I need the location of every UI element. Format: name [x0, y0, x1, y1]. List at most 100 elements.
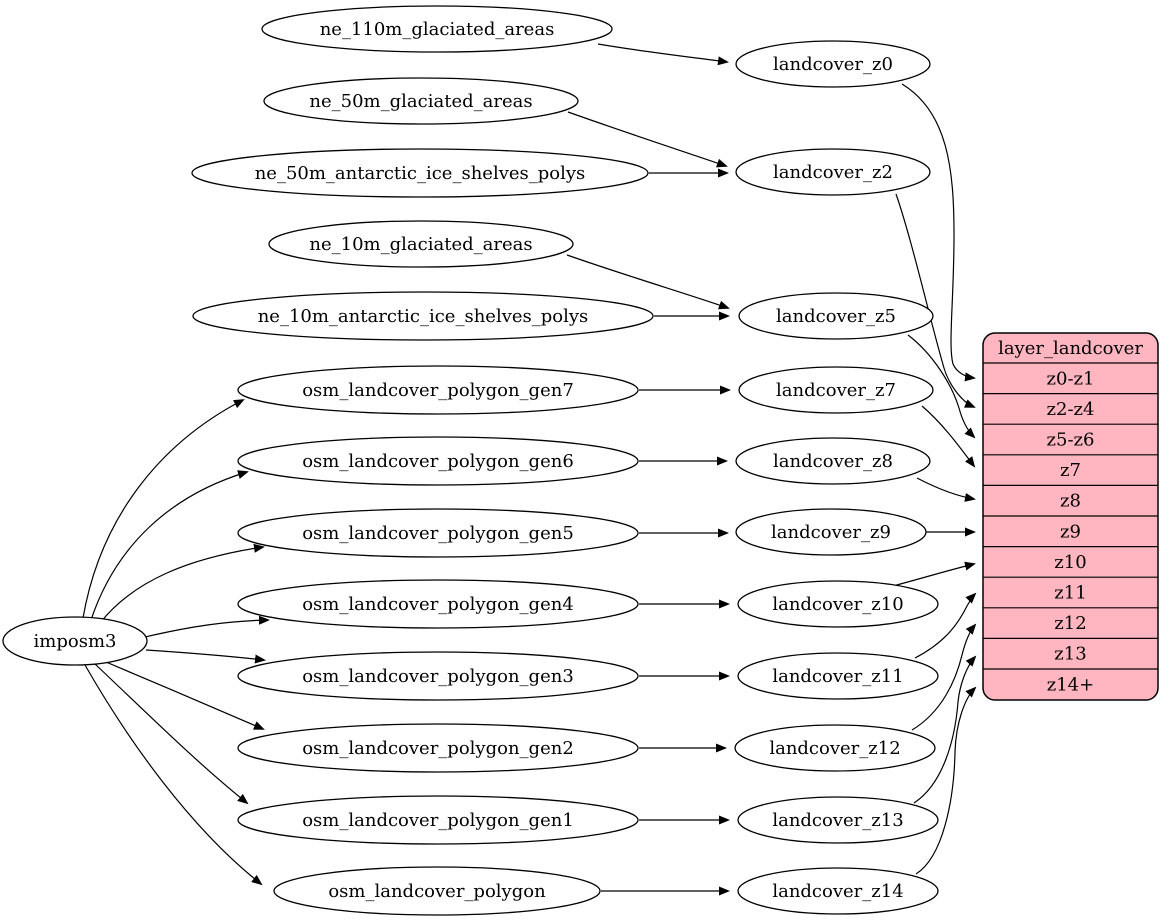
- node-label-landcover_z0: landcover_z0: [773, 54, 893, 75]
- table-row-z10: z10: [1054, 552, 1086, 573]
- node-shape-landcover_z12: [734, 724, 936, 772]
- node-label-osm_landcover_polygon_gen6: osm_landcover_polygon_gen6: [302, 451, 574, 472]
- node-landcover_z0: landcover_z0: [735, 40, 931, 88]
- table-row-z12: z12: [1054, 613, 1086, 634]
- table-title: layer_landcover: [998, 338, 1143, 359]
- node-label-osm_landcover_polygon_gen5: osm_landcover_polygon_gen5: [302, 523, 574, 544]
- node-shape-ne_50m_glaciated_areas: [263, 77, 579, 125]
- node-osm_landcover_polygon_gen3: osm_landcover_polygon_gen3: [237, 651, 639, 701]
- edge-imposm3-to-osm_landcover_polygon_gen2: [105, 661, 265, 730]
- node-shape-landcover_z14: [737, 867, 939, 915]
- node-label-ne_10m_antarctic_ice_shelves_polys: ne_10m_antarctic_ice_shelves_polys: [258, 306, 589, 327]
- node-label-landcover_z2: landcover_z2: [773, 162, 893, 183]
- node-label-landcover_z12: landcover_z12: [769, 738, 900, 759]
- node-osm_landcover_polygon_gen6: osm_landcover_polygon_gen6: [237, 436, 639, 486]
- node-ne_110m_glaciated_areas: ne_110m_glaciated_areas: [261, 5, 613, 53]
- node-imposm3: imposm3: [2, 616, 148, 666]
- node-osm_landcover_polygon_gen7: osm_landcover_polygon_gen7: [237, 365, 639, 415]
- node-shape-ne_10m_antarctic_ice_shelves_polys: [192, 291, 654, 341]
- node-label-landcover_z14: landcover_z14: [772, 881, 903, 902]
- node-landcover_z8: landcover_z8: [735, 437, 931, 485]
- node-label-landcover_z9: landcover_z9: [771, 522, 891, 543]
- node-ne_10m_glaciated_areas: ne_10m_glaciated_areas: [268, 220, 574, 268]
- node-shape-osm_landcover_polygon_gen3: [237, 651, 639, 701]
- node-label-osm_landcover_polygon: osm_landcover_polygon: [328, 881, 546, 902]
- node-osm_landcover_polygon_gen4: osm_landcover_polygon_gen4: [237, 579, 639, 629]
- node-shape-ne_50m_antarctic_ice_shelves_polys: [191, 148, 649, 198]
- node-shape-landcover_z10: [737, 580, 939, 628]
- node-shape-ne_110m_glaciated_areas: [261, 5, 613, 53]
- edge-landcover_z2-to-layer_landcover:z2-z4: [895, 193, 976, 408]
- edge-landcover_z12-to-layer_landcover:z12: [911, 623, 977, 731]
- edge-imposm3-to-osm_landcover_polygon_gen6: [90, 470, 249, 621]
- node-label-landcover_z10: landcover_z10: [772, 594, 903, 615]
- edge-landcover_z7-to-layer_landcover:z7: [921, 405, 976, 468]
- node-shape-landcover_z0: [735, 40, 931, 88]
- table-row-z7: z7: [1060, 460, 1081, 481]
- edge-ne_110m_glaciated_areas-to-landcover_z0: [597, 43, 729, 66]
- edge-landcover_z13-to-layer_landcover:z13: [913, 655, 977, 804]
- edge-imposm3-to-osm_landcover_polygon: [84, 664, 263, 886]
- node-landcover_z11: landcover_z11: [737, 652, 939, 700]
- edge-imposm3-to-osm_landcover_polygon_gen4: [144, 615, 270, 638]
- edge-landcover_z8-to-layer_landcover:z8: [916, 477, 976, 502]
- node-label-ne_110m_glaciated_areas: ne_110m_glaciated_areas: [320, 19, 555, 40]
- node-label-imposm3: imposm3: [34, 631, 117, 652]
- node-ne_50m_glaciated_areas: ne_50m_glaciated_areas: [263, 77, 579, 125]
- node-landcover_z12: landcover_z12: [734, 724, 936, 772]
- node-landcover_z5: landcover_z5: [738, 292, 934, 340]
- node-shape-osm_landcover_polygon_gen1: [237, 795, 639, 845]
- edge-ne_10m_glaciated_areas-to-landcover_z5: [566, 254, 730, 310]
- edge-imposm3-to-osm_landcover_polygon_gen1: [94, 663, 249, 805]
- table-row-z0-z1: z0-z1: [1047, 368, 1095, 389]
- node-landcover_z10: landcover_z10: [737, 580, 939, 628]
- table-row-z13: z13: [1054, 644, 1086, 665]
- node-label-osm_landcover_polygon_gen4: osm_landcover_polygon_gen4: [302, 594, 574, 615]
- node-landcover_z14: landcover_z14: [737, 867, 939, 915]
- node-shape-osm_landcover_polygon_gen2: [237, 723, 639, 773]
- node-shape-ne_10m_glaciated_areas: [268, 220, 574, 268]
- node-shape-landcover_z9: [735, 508, 927, 556]
- node-landcover_z2: landcover_z2: [735, 148, 931, 196]
- table-row-z5-z6: z5-z6: [1047, 430, 1095, 451]
- node-shape-landcover_z11: [737, 652, 939, 700]
- node-shape-osm_landcover_polygon_gen5: [237, 508, 639, 558]
- node-ne_50m_antarctic_ice_shelves_polys: ne_50m_antarctic_ice_shelves_polys: [191, 148, 649, 198]
- edge-imposm3-to-osm_landcover_polygon_gen7: [82, 399, 245, 619]
- node-label-osm_landcover_polygon_gen3: osm_landcover_polygon_gen3: [302, 666, 574, 687]
- node-label-landcover_z8: landcover_z8: [773, 451, 893, 472]
- edge-landcover_z5-to-layer_landcover:z5-z6: [907, 334, 976, 439]
- table-row-z14+: z14+: [1047, 674, 1094, 695]
- node-shape-landcover_z13: [737, 796, 939, 844]
- node-label-ne_50m_antarctic_ice_shelves_polys: ne_50m_antarctic_ice_shelves_polys: [255, 163, 586, 184]
- node-shape-landcover_z8: [735, 437, 931, 485]
- node-label-osm_landcover_polygon_gen1: osm_landcover_polygon_gen1: [302, 810, 574, 831]
- edge-landcover_z11-to-layer_landcover:z11: [914, 592, 977, 659]
- node-shape-landcover_z2: [735, 148, 931, 196]
- edge-landcover_z14-to-layer_landcover:z14+: [915, 686, 977, 875]
- edge-landcover_z0-to-layer_landcover:z0-z1: [901, 83, 976, 382]
- table-row-z9: z9: [1060, 521, 1081, 542]
- node-shape-landcover_z7: [738, 366, 934, 414]
- table-row-z11: z11: [1054, 583, 1086, 604]
- table-layer_landcover: layer_landcover z0-z1 z2-z4 z5-z6 z7 z8 z9 z10 z…: [982, 332, 1159, 701]
- node-osm_landcover_polygon: osm_landcover_polygon: [273, 866, 601, 916]
- node-label-osm_landcover_polygon_gen7: osm_landcover_polygon_gen7: [302, 380, 574, 401]
- node-label-ne_10m_glaciated_areas: ne_10m_glaciated_areas: [309, 234, 532, 255]
- node-landcover_z7: landcover_z7: [738, 366, 934, 414]
- node-label-ne_50m_glaciated_areas: ne_50m_glaciated_areas: [309, 91, 532, 112]
- node-landcover_z13: landcover_z13: [737, 796, 939, 844]
- node-shape-osm_landcover_polygon_gen7: [237, 365, 639, 415]
- node-label-landcover_z11: landcover_z11: [772, 666, 903, 687]
- node-ne_10m_antarctic_ice_shelves_polys: ne_10m_antarctic_ice_shelves_polys: [192, 291, 654, 341]
- node-shape-imposm3: [2, 616, 148, 666]
- node-label-landcover_z7: landcover_z7: [776, 380, 896, 401]
- node-osm_landcover_polygon_gen1: osm_landcover_polygon_gen1: [237, 795, 639, 845]
- node-label-landcover_z5: landcover_z5: [776, 306, 896, 327]
- node-shape-osm_landcover_polygon_gen4: [237, 579, 639, 629]
- edge-imposm3-to-osm_landcover_polygon_gen3: [145, 649, 266, 664]
- table-row-z8: z8: [1060, 491, 1081, 512]
- table-row-z2-z4: z2-z4: [1047, 399, 1095, 420]
